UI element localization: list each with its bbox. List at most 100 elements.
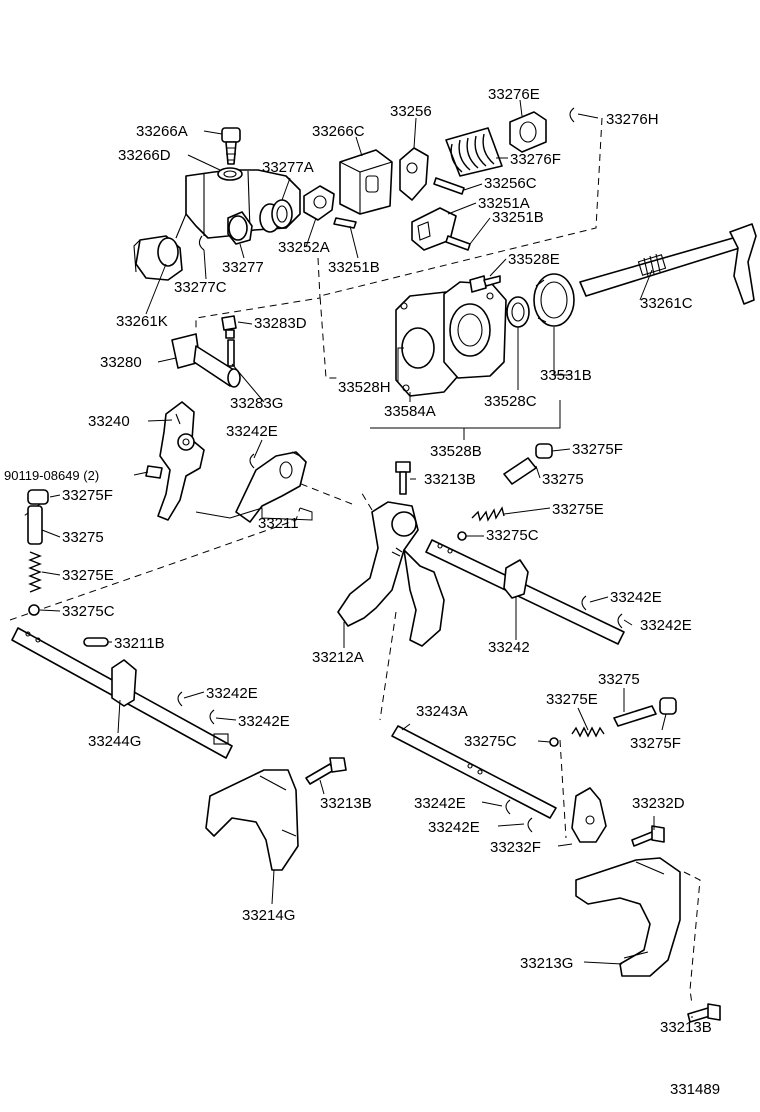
bolt-33213B-a [395,461,411,495]
label-33275-b: 33275 [62,529,104,546]
pin-33275-a [27,505,43,545]
head-33232F [571,787,607,843]
label-33275-a: 33275 [542,471,584,488]
dashed-group-lines [9,117,701,1005]
selector-housing-33266C [339,149,393,215]
bolt-33283D [221,315,237,339]
shaft-33243A [391,725,557,819]
label-33242E-d: 33242E [206,685,258,702]
bolt-33528E [469,275,501,293]
pin-33251B-a [333,217,357,229]
diagram-id: 331489 [670,1081,720,1098]
label-33242E-f: 33242E [414,795,466,812]
clip-33242E-d [209,709,215,725]
fork-33213G [575,857,681,977]
label-33242E-e: 33242E [238,713,290,730]
bearing-33531B [533,273,575,327]
clip-33242E-f [505,799,511,815]
ball-33275C-a [28,604,40,616]
bolt-33213B-b [305,757,347,785]
label-33275C-a: 33275C [486,527,539,544]
fork-33214G [205,769,299,871]
label-33283D: 33283D [254,315,307,332]
label-33251A: 33251A [478,195,530,212]
pin-33211B [83,637,109,647]
label-33242E-c: 33242E [640,617,692,634]
spring-33275E-a [28,551,42,593]
label-33242: 33242 [488,639,530,656]
label-33275F-b: 33275F [62,487,113,504]
clip-33242E-e [617,613,623,629]
bolt-90119 [145,465,163,479]
label-33252A: 33252A [278,239,330,256]
label-33213G: 33213G [520,955,573,972]
bolt-33232D [631,825,665,847]
lever-33256 [399,147,429,201]
link-33211 [235,451,307,523]
plug-33275F-b [27,489,49,505]
spring-33275E-b [471,506,505,522]
leader-lines [39,99,693,1018]
label-33584A: 33584A [384,403,436,420]
label-33256C: 33256C [484,175,537,192]
label-33214G: 33214G [242,907,295,924]
label-33242E-g: 33242E [428,819,480,836]
label-33213B-c: 33213B [660,1019,712,1036]
seal-33277A [259,199,293,233]
lever-33240 [157,401,205,521]
label-33275C-c: 33275C [464,733,517,750]
label-33528B: 33528B [430,443,482,460]
label-33256: 33256 [390,103,432,120]
part-labels: 33266A 33266D 33266C 33256 33276E 33276H… [4,86,720,1098]
link-33252A [303,185,335,221]
label-33276E: 33276E [488,86,540,103]
shaft-33242 [425,539,625,645]
boot-33276F [445,127,503,177]
label-33212A: 33212A [312,649,364,666]
label-33275E-c: 33275E [546,691,598,708]
label-33261K: 33261K [116,313,168,330]
label-33275-c: 33275 [598,671,640,688]
shaft-33244G [11,627,233,759]
label-33213B-b: 33213B [320,795,372,812]
label-90119: 90119-08649 (2) [4,468,99,483]
label-33275C-b: 33275C [62,603,115,620]
ball-33275C-c [549,737,559,747]
label-33275E-b: 33275E [62,567,114,584]
label-33242E-b: 33242E [610,589,662,606]
label-33275F-c: 33275F [630,735,681,752]
label-33280: 33280 [100,354,142,371]
label-33251B-a: 33251B [492,209,544,226]
label-33277A: 33277A [262,159,314,176]
label-33266A: 33266A [136,123,188,140]
label-33240: 33240 [88,413,130,430]
label-33232D: 33232D [632,795,685,812]
pin-33256C [433,177,465,195]
bushing-33277 [227,211,253,245]
label-33244G: 33244G [88,733,141,750]
label-33243A: 33243A [416,703,468,720]
shaft-33261C [579,223,757,305]
shift-lever-housing [133,169,301,281]
pin-33275-b [503,457,537,485]
label-33261C: 33261C [640,295,693,312]
label-33266D: 33266D [118,147,171,164]
sleeve-33276E [509,111,547,153]
ball-33275C-b [457,531,467,541]
label-33277: 33277 [222,259,264,276]
clip-33242E-c [177,691,183,707]
label-33528E: 33528E [508,251,560,268]
label-33251B-b: 33251B [328,259,380,276]
label-33211B: 33211B [114,635,165,652]
oring-33266D [217,167,243,181]
label-33528C: 33528C [484,393,537,410]
bolt-33213B-c [687,1003,721,1023]
fork-33212A [337,501,445,647]
clip-33277C [198,235,205,251]
label-33275E-a: 33275E [552,501,604,518]
spring-33275E-c [571,726,605,738]
label-33213B-a: 33213B [424,471,476,488]
label-33276F: 33276F [510,151,561,168]
clip-33242E-b [581,595,587,611]
